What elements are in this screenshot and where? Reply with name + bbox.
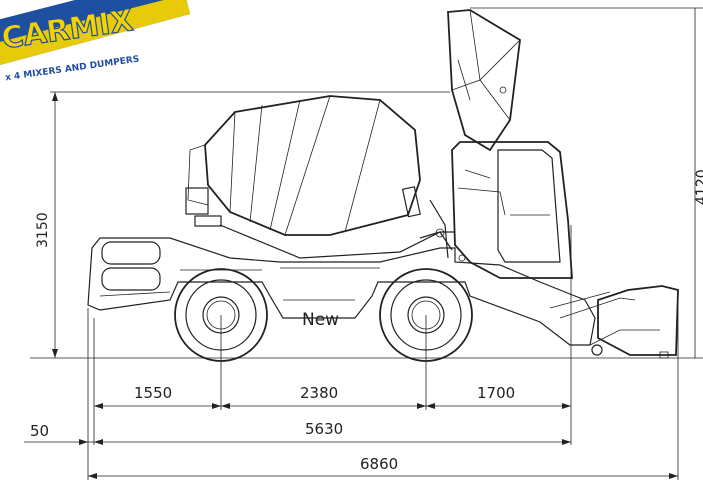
mixer-drum xyxy=(204,95,421,236)
front-grille-bottom xyxy=(101,267,161,291)
dimension-rear-overhang-value: 1700 xyxy=(477,384,515,402)
dimension-row-total: 6860 xyxy=(88,455,678,479)
front-wheel xyxy=(174,268,268,362)
dimension-overall-height: 3150 xyxy=(35,92,58,358)
model-label: New xyxy=(302,310,339,330)
loading-hopper xyxy=(447,9,521,152)
brand-logo: CARMIX x 4 MIXERS AND DUMPERS xyxy=(0,0,191,84)
rear-wheel xyxy=(379,268,473,362)
operator-cabin xyxy=(451,141,573,279)
dimension-row-body: 50 5630 xyxy=(24,420,571,445)
dimension-length-body-value: 5630 xyxy=(305,420,343,438)
dimension-length-total-value: 6860 xyxy=(360,455,398,473)
brand-logo-text: CARMIX xyxy=(0,3,135,56)
dimension-front-overhang-value: 1550 xyxy=(134,384,172,402)
dimension-offset-value: 50 xyxy=(30,422,49,440)
dimension-max-height-value: 4120 xyxy=(694,169,703,205)
brand-tagline: x 4 MIXERS AND DUMPERS xyxy=(5,55,140,84)
dimension-max-height: 4120 xyxy=(694,8,703,358)
dimension-overall-height-value: 3150 xyxy=(35,212,51,248)
mixer-truck: New xyxy=(87,9,679,362)
front-grille-top xyxy=(101,241,161,265)
dimension-row-axles: 1550 2380 1700 xyxy=(94,384,571,409)
dimension-wheelbase-value: 2380 xyxy=(300,384,338,402)
front-bucket xyxy=(597,285,679,356)
chassis-body xyxy=(87,237,596,346)
